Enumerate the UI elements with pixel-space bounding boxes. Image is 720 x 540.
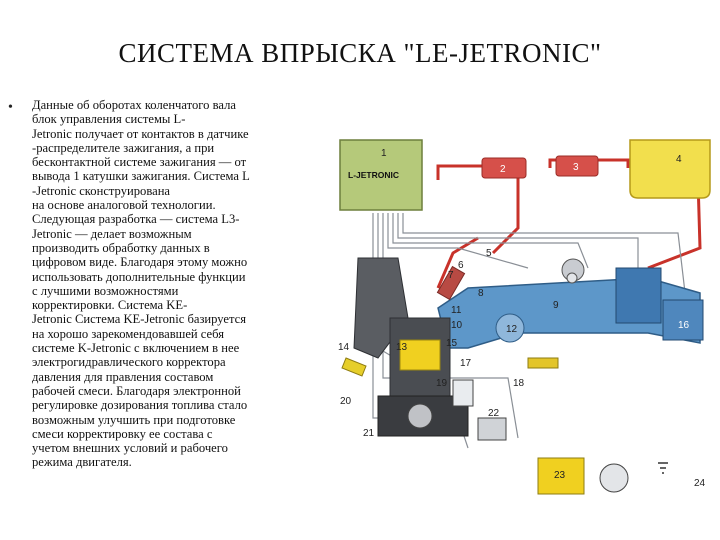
battery [537,457,585,495]
callout-11: 11 [451,305,462,316]
callout-17: 17 [460,358,472,369]
idle-air-valve [566,272,578,284]
callout-1: 1 [381,148,387,159]
wiring-harness-1 [387,213,529,269]
callout-6: 6 [458,260,464,271]
piston [399,339,441,371]
fuel-line-main [491,176,520,255]
ecu-block [339,139,423,211]
air-filter [662,299,704,341]
air-flow-sensor [615,267,662,324]
callout-20: 20 [340,396,352,407]
callout-2: 2 [500,164,506,175]
ecu-label: L-JETRONIC [348,170,399,180]
callout-3: 3 [573,162,579,173]
callout-16: 16 [678,320,690,331]
ground-symbol [658,462,668,474]
body-text: Данные об оборотах коленчатого вала блок… [32,98,250,470]
callout-19: 19 [436,378,448,389]
fuel-filter [555,155,599,177]
lambda-sensor [527,357,559,369]
bullet-marker: • [8,100,13,115]
relay [477,417,507,441]
callout-14: 14 [338,342,350,353]
callout-15: 15 [446,338,458,349]
throttle-valve [495,313,525,343]
callout-12: 12 [506,324,518,335]
l-jetronic-diagram: L-JETRONIC 1 2 3 4 16 12 10 11 9 5 6 7 8… [338,139,711,495]
crankshaft [407,403,433,429]
callout-4: 4 [676,154,682,165]
callout-13: 13 [396,342,408,353]
callout-10: 10 [451,320,463,331]
callout-23: 23 [554,470,566,481]
ignition-switch [599,463,629,493]
injector [436,265,466,301]
callout-7: 7 [448,270,454,281]
fuel-pump [481,157,527,179]
callout-22: 22 [488,408,500,419]
callout-8: 8 [478,288,484,299]
callout-9: 9 [553,300,559,311]
ignition-distributor [452,379,474,407]
callout-5: 5 [486,248,492,259]
page-title: СИСТЕМА ВПРЫСКА "LE-JETRONIC" [118,38,602,68]
fuel-line-return [647,179,702,270]
callout-18: 18 [513,378,525,389]
coolant-temp-sensor [341,357,367,377]
wiring-harness-2 [392,213,589,269]
callout-21: 21 [363,428,375,439]
callout-24: 24 [694,478,706,489]
wiring-harness-5 [397,213,639,288]
wiring-harness-7 [402,213,689,319]
fuel-line-filter-pump [436,164,483,180]
fuel-tank [629,139,711,199]
